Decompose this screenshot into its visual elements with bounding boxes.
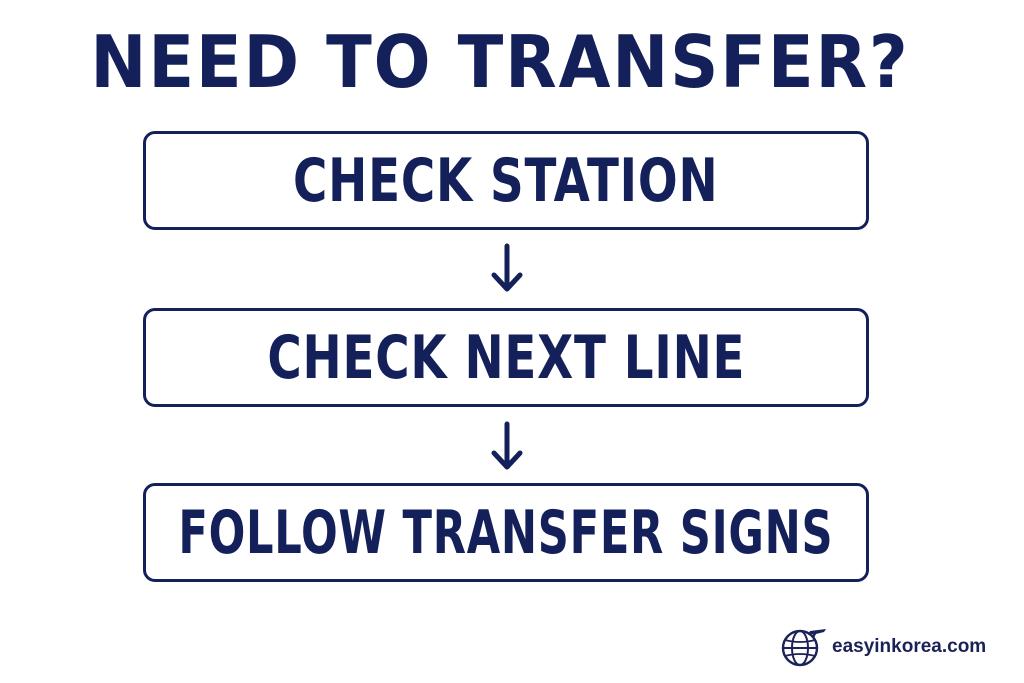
step-box-follow-transfer-signs: FOLLOW TRANSFER SIGNS — [143, 483, 869, 582]
step-label: FOLLOW TRANSFER SIGNS — [178, 497, 834, 568]
arrow-down-icon — [491, 421, 523, 470]
arrow-down-icon — [491, 243, 523, 292]
page-title: NEED TO TRANSFER? — [90, 20, 910, 104]
brand-logo: easyinkorea.com — [780, 624, 986, 670]
brand-text: easyinkorea.com — [832, 636, 987, 657]
step-label: CHECK STATION — [293, 145, 719, 216]
globe-with-airplane-icon — [781, 629, 826, 667]
step-box-check-station: CHECK STATION — [143, 131, 869, 230]
step-label: CHECK NEXT LINE — [267, 322, 745, 393]
step-box-check-next-line: CHECK NEXT LINE — [143, 308, 869, 407]
